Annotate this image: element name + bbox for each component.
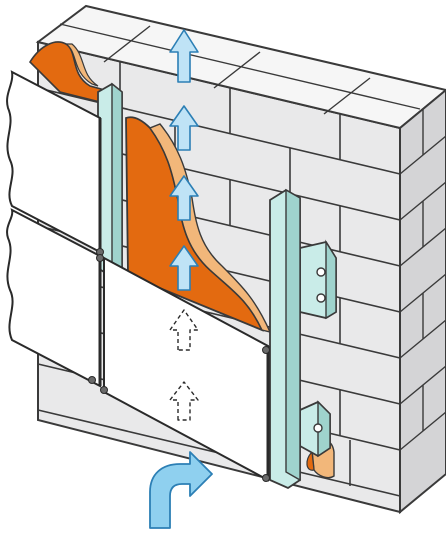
insulation-bottom-strip	[306, 450, 315, 471]
vertical-rail-left	[97, 82, 123, 278]
dashed-airflow-arrow-icon	[169, 309, 199, 421]
facade-panel-upper-left	[6, 70, 101, 254]
air-intake-arrow-icon	[149, 451, 213, 529]
insulation-top-edge	[64, 43, 99, 87]
wall-bracket-lower	[299, 400, 331, 458]
thermal-insulation-layer	[28, 41, 335, 479]
panel-rivets	[88, 248, 270, 482]
facade-panels	[6, 70, 270, 482]
vertical-rail-right	[269, 188, 301, 490]
wall-top-joints	[59, 23, 421, 115]
wall-side-joints	[399, 109, 446, 451]
facade-panel-lower-left	[6, 208, 101, 388]
wall-bracket-upper	[299, 239, 337, 320]
airflow-up-arrow-icon	[169, 29, 199, 291]
